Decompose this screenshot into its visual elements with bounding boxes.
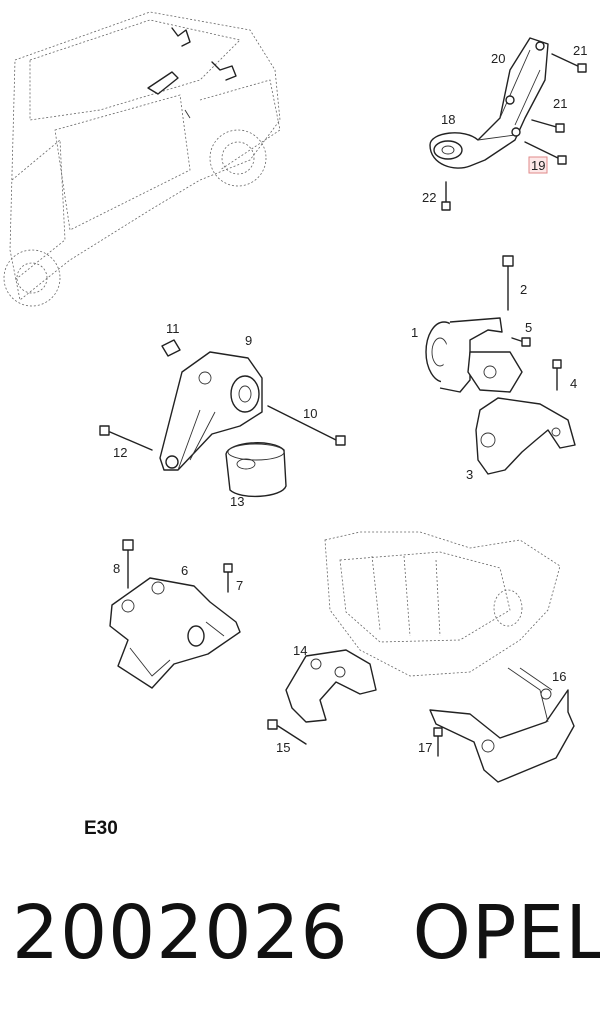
callout-6: 6 xyxy=(181,563,188,578)
callout-19-highlight xyxy=(528,156,548,174)
callout-21a: 21 xyxy=(573,43,587,58)
part-footer: 2002026 OPEL xyxy=(12,890,600,976)
callout-labels: 20 21 21 18 19 22 2 5 1 4 3 11 9 10 12 1… xyxy=(113,43,587,755)
callout-2: 2 xyxy=(520,282,527,297)
torque-rod-assembly xyxy=(429,37,587,211)
left-mount-support xyxy=(99,339,346,498)
engine-block-illustration xyxy=(324,531,561,677)
callout-18: 18 xyxy=(441,112,455,127)
callout-1: 1 xyxy=(411,325,418,340)
callout-7: 7 xyxy=(236,578,243,593)
callout-10: 10 xyxy=(303,406,317,421)
transmission-mount xyxy=(109,539,241,689)
callout-5: 5 xyxy=(525,320,532,335)
callout-8: 8 xyxy=(113,561,120,576)
callout-13: 13 xyxy=(230,494,244,509)
part-number: 2002026 xyxy=(12,890,349,976)
callout-4: 4 xyxy=(570,376,577,391)
subframe-bracket xyxy=(429,667,575,783)
callout-20: 20 xyxy=(491,51,505,66)
callout-19: 19 xyxy=(531,158,545,173)
callout-12: 12 xyxy=(113,445,127,460)
callout-3: 3 xyxy=(466,467,473,482)
parts-diagram: 20 21 21 18 19 22 2 5 1 4 3 11 9 10 12 1… xyxy=(3,11,587,783)
callout-17: 17 xyxy=(418,740,432,755)
vehicle-illustration xyxy=(3,11,281,307)
right-engine-mount xyxy=(425,255,576,475)
callout-21b: 21 xyxy=(553,96,567,111)
callout-22: 22 xyxy=(422,190,436,205)
callout-9: 9 xyxy=(245,333,252,348)
engine-bracket xyxy=(267,649,377,745)
callout-15: 15 xyxy=(276,740,290,755)
callout-14: 14 xyxy=(293,643,307,658)
brand-name: OPEL xyxy=(412,890,600,976)
callout-11: 11 xyxy=(166,321,180,336)
callout-16: 16 xyxy=(552,669,566,684)
section-code: E30 xyxy=(84,818,118,839)
